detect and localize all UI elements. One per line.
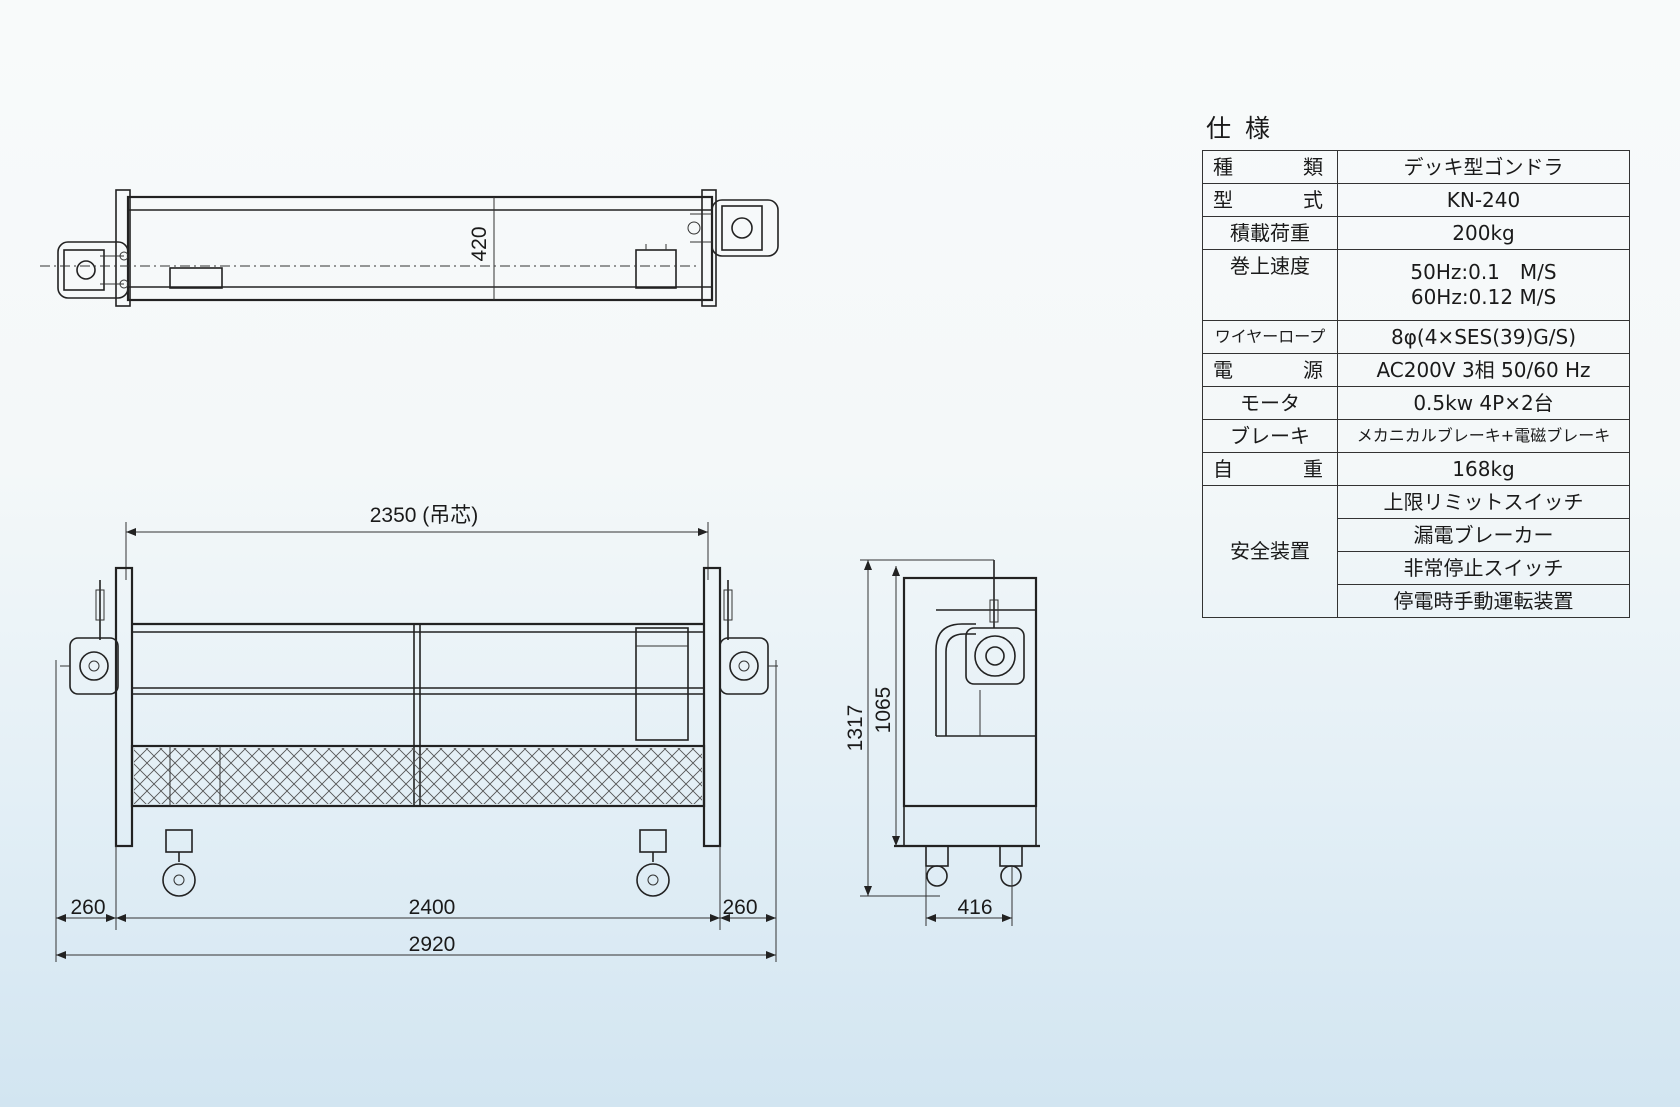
spec-row: モータ 0.5kw 4P×2台 bbox=[1202, 386, 1630, 420]
dim-260-right: 260 bbox=[722, 896, 757, 919]
plan-view: 420 bbox=[40, 189, 779, 307]
spec-key: 積載荷重 bbox=[1202, 216, 1338, 250]
spec-value: 8φ(4×SES(39)G/S) bbox=[1337, 320, 1630, 354]
dim-2350: 2350 (吊芯) bbox=[370, 504, 479, 527]
spec-row: 型式 KN-240 bbox=[1202, 183, 1630, 217]
spec-key: 安全装置 bbox=[1202, 485, 1338, 618]
spec-key: ワイヤーロープ bbox=[1202, 320, 1338, 354]
spec-row: ブレーキ メカニカルブレーキ+電磁ブレーキ bbox=[1202, 419, 1630, 453]
spec-row: 種類 デッキ型ゴンドラ bbox=[1202, 150, 1630, 184]
dim-260-left: 260 bbox=[70, 896, 105, 919]
dim-416: 416 bbox=[957, 896, 992, 919]
spec-key: モータ bbox=[1202, 386, 1338, 420]
spec-row: 自重 168kg bbox=[1202, 452, 1630, 486]
spec-row: 巻上速度 50Hz:0.1 M/S 60Hz:0.12 M/S bbox=[1202, 249, 1630, 321]
spec-key: ブレーキ bbox=[1202, 419, 1338, 453]
spec-value: AC200V 3相 50/60 Hz bbox=[1337, 353, 1630, 387]
spec-value: KN-240 bbox=[1337, 183, 1630, 217]
spec-table: 種類 デッキ型ゴンドラ 型式 KN-240 積載荷重 200kg 巻上速度 50… bbox=[1202, 150, 1630, 618]
spec-row: 停電時手動運転装置 bbox=[1203, 584, 1630, 618]
spec-value: 非常停止スイッチ bbox=[1337, 551, 1630, 585]
spec-key: 型式 bbox=[1202, 183, 1338, 217]
spec-value-line: 60Hz:0.12 M/S bbox=[1410, 285, 1557, 309]
spec-value: 200kg bbox=[1337, 216, 1630, 250]
spec-row: 安全装置 上限リミットスイッチ bbox=[1202, 485, 1630, 618]
spec-table-panel: 仕様 種類 デッキ型ゴンドラ 型式 KN-240 積載荷重 200kg 巻上速度… bbox=[1202, 112, 1630, 618]
dim-1317: 1317 bbox=[844, 705, 867, 752]
spec-row: 積載荷重 200kg bbox=[1202, 216, 1630, 250]
right-caster bbox=[636, 829, 670, 897]
spec-value: 0.5kw 4P×2台 bbox=[1337, 386, 1630, 420]
front-elevation: 2350 (吊芯) bbox=[55, 504, 778, 962]
spec-row: ワイヤーロープ 8φ(4×SES(39)G/S) bbox=[1202, 320, 1630, 354]
spec-value-line: 50Hz:0.1 M/S bbox=[1410, 260, 1557, 284]
spec-value: メカニカルブレーキ+電磁ブレーキ bbox=[1337, 419, 1630, 453]
dim-1065: 1065 bbox=[872, 687, 895, 734]
spec-title: 仕様 bbox=[1206, 114, 1285, 143]
spec-value: 停電時手動運転装置 bbox=[1337, 584, 1630, 618]
spec-value: 168kg bbox=[1337, 452, 1630, 486]
spec-value: 漏電ブレーカー bbox=[1337, 518, 1630, 552]
dim-420: 420 bbox=[468, 226, 491, 261]
dim-2400: 2400 bbox=[409, 896, 456, 919]
dim-2920: 2920 bbox=[409, 933, 456, 956]
spec-key: 自重 bbox=[1202, 452, 1338, 486]
spec-value: 上限リミットスイッチ bbox=[1337, 485, 1630, 519]
spec-row: 電源 AC200V 3相 50/60 Hz bbox=[1202, 353, 1630, 387]
spec-row: 非常停止スイッチ bbox=[1203, 551, 1630, 585]
spec-value: デッキ型ゴンドラ bbox=[1337, 150, 1630, 184]
left-caster bbox=[162, 829, 196, 897]
spec-key: 巻上速度 bbox=[1202, 249, 1338, 321]
spec-key: 種類 bbox=[1202, 150, 1338, 184]
spec-value: 50Hz:0.1 M/S 60Hz:0.12 M/S bbox=[1337, 249, 1630, 321]
spec-key: 電源 bbox=[1202, 353, 1338, 387]
side-elevation: 1317 1065 416 bbox=[844, 559, 1040, 926]
